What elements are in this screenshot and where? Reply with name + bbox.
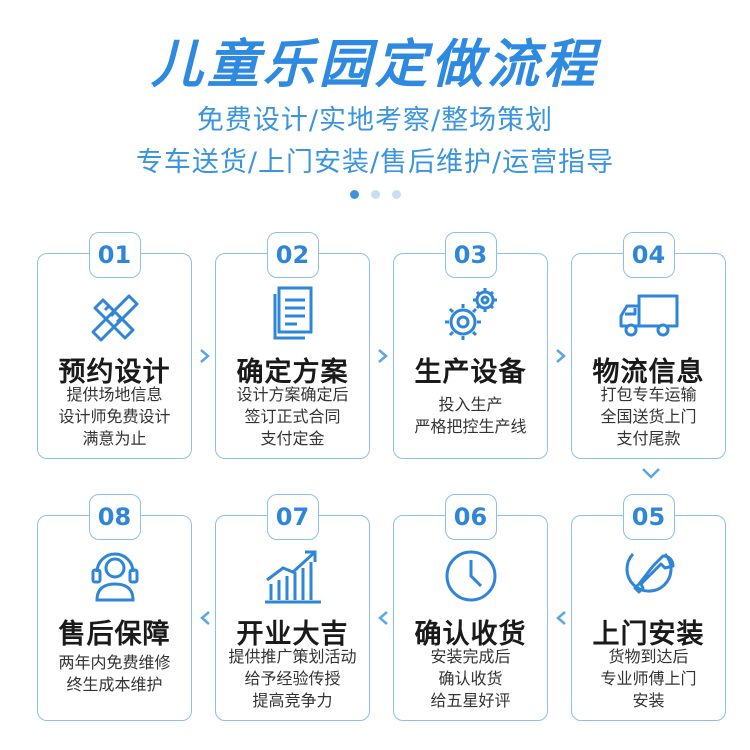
step-line: 确认收货 bbox=[438, 669, 503, 688]
step-title: 预约设计 bbox=[58, 357, 171, 388]
step-line: 满意为止 bbox=[82, 429, 147, 448]
step-line: 专业师傅上门 bbox=[600, 669, 697, 688]
headset-icon bbox=[91, 552, 138, 602]
step-line: 提供场地信息 bbox=[66, 385, 163, 404]
truck-icon bbox=[619, 294, 678, 337]
chevron-left-icon bbox=[556, 611, 566, 625]
step-description: 提供场地信息 设计师免费设计 满意为止 bbox=[38, 384, 191, 450]
step-line: 安装 bbox=[632, 691, 665, 710]
step-number: 05 bbox=[622, 494, 675, 540]
chevron-left-icon bbox=[378, 611, 388, 625]
step-line: 全国送货上门 bbox=[600, 407, 697, 426]
step-title: 售后保障 bbox=[58, 619, 171, 650]
clock-icon bbox=[445, 550, 496, 602]
step-description: 投入生产 严格把控生产线 bbox=[394, 394, 547, 438]
step-line: 提高竞争力 bbox=[252, 691, 333, 710]
step-number: 08 bbox=[88, 494, 141, 540]
step-title: 物流信息 bbox=[592, 357, 705, 388]
step-title: 开业大吉 bbox=[236, 619, 349, 650]
step-number: 04 bbox=[622, 232, 675, 278]
step-number: 02 bbox=[266, 232, 319, 278]
chevron-left-icon bbox=[200, 611, 210, 625]
step-title: 生产设备 bbox=[414, 357, 527, 388]
step-description: 安装完成后 确认收货 给五星好评 bbox=[394, 646, 547, 712]
step-line: 终生成本维护 bbox=[66, 675, 163, 694]
carousel-indicator[interactable] bbox=[0, 190, 750, 199]
wrench-icon bbox=[625, 552, 674, 594]
step-line: 两年内免费维修 bbox=[58, 653, 171, 672]
step-line: 严格把控生产线 bbox=[414, 417, 527, 436]
step-line: 给予经验传授 bbox=[244, 669, 341, 688]
step-line: 支付尾款 bbox=[616, 429, 681, 448]
carousel-dot-2[interactable] bbox=[370, 190, 380, 199]
step-title: 确认收货 bbox=[414, 619, 527, 650]
step-card-06: 06 确认收货 安装完成后 确认收货 给五星好评 bbox=[393, 494, 548, 721]
step-number: 03 bbox=[444, 232, 497, 278]
step-card-07: 07 开业大吉 提供推广策划活动 给予经验传授 提高竞争力 bbox=[215, 494, 370, 721]
page-title: 儿童乐园定做流程 bbox=[150, 34, 599, 95]
step-line: 投入生产 bbox=[438, 395, 503, 414]
subtitle-services: 免费设计/实地考察/整场策划 bbox=[196, 105, 554, 136]
document-icon bbox=[273, 286, 312, 340]
step-line: 货物到达后 bbox=[608, 647, 689, 666]
step-description: 货物到达后 专业师傅上门 安装 bbox=[572, 646, 725, 712]
gears-icon bbox=[444, 288, 497, 340]
step-line: 提供推广策划活动 bbox=[228, 647, 357, 666]
pencil-ruler-icon bbox=[91, 294, 138, 342]
step-card-03: 03 生产设备 投入生产 严格把控生产线 bbox=[393, 232, 548, 459]
step-card-04: 04 物流信息 打包专车运输 全国送货上门 支付尾款 bbox=[571, 232, 726, 459]
step-number: 06 bbox=[444, 494, 497, 540]
step-card-01: 01 预约设计 提供场地信息 设计师免费设计 满意为止 bbox=[37, 232, 192, 459]
chevron-down-icon bbox=[642, 468, 660, 479]
step-line: 设计方案确定后 bbox=[236, 385, 349, 404]
carousel-dot-3[interactable] bbox=[391, 190, 401, 199]
step-number: 01 bbox=[88, 232, 141, 278]
step-number: 07 bbox=[266, 494, 319, 540]
step-title: 确定方案 bbox=[236, 357, 349, 388]
step-card-05: 05 上门安装 货物到达后 专业师傅上门 安装 bbox=[571, 494, 726, 721]
step-line: 签订正式合同 bbox=[244, 407, 341, 426]
chevron-right-icon bbox=[378, 349, 388, 363]
step-description: 打包专车运输 全国送货上门 支付尾款 bbox=[572, 384, 725, 450]
step-description: 提供推广策划活动 给予经验传授 提高竞争力 bbox=[216, 646, 369, 712]
step-title: 上门安装 bbox=[592, 619, 705, 650]
chevron-right-icon bbox=[556, 349, 566, 363]
growth-chart-icon bbox=[264, 550, 321, 604]
step-description: 设计方案确定后 签订正式合同 支付定金 bbox=[216, 384, 369, 450]
step-line: 设计师免费设计 bbox=[58, 407, 171, 426]
carousel-dot-1[interactable] bbox=[349, 190, 359, 199]
subtitle-support: 专车送货/上门安装/售后维护/运营指导 bbox=[135, 147, 615, 178]
step-line: 给五星好评 bbox=[430, 691, 511, 710]
chevron-right-icon bbox=[200, 349, 210, 363]
step-card-08: 08 售后保障 两年内免费维修 终生成本维护 bbox=[37, 494, 192, 721]
step-line: 安装完成后 bbox=[430, 647, 511, 666]
step-card-02: 02 确定方案 设计方案确定后 签订正式合同 支付定金 bbox=[215, 232, 370, 459]
step-line: 支付定金 bbox=[260, 429, 325, 448]
step-line: 打包专车运输 bbox=[600, 385, 697, 404]
step-description: 两年内免费维修 终生成本维护 bbox=[38, 652, 191, 696]
